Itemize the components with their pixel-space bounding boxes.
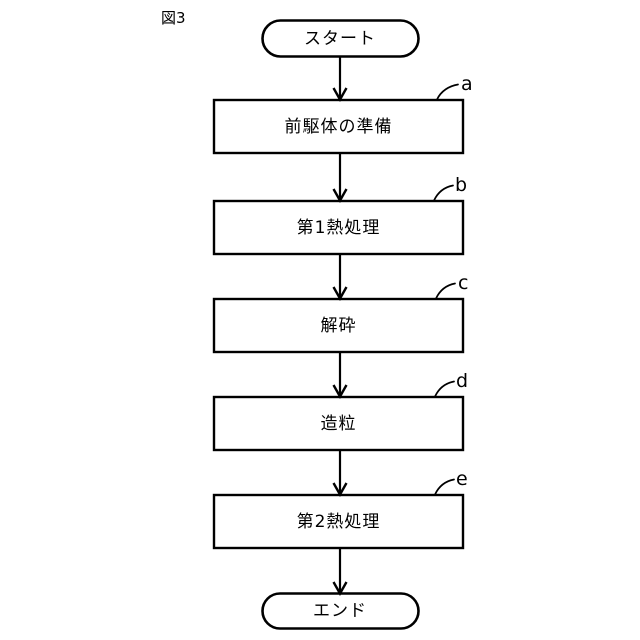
leader-line-c — [435, 282, 456, 300]
edge-start-to-a — [332, 57, 348, 102]
node-label-b: 第1熱処理 — [296, 217, 381, 238]
figure-number-label: 図3 — [161, 9, 186, 27]
node-label-d: 造粒 — [320, 413, 357, 434]
node-label-e: 第2熱処理 — [296, 511, 381, 532]
node-shape-c[interactable] — [212, 297, 465, 354]
node-shape-start[interactable] — [261, 19, 420, 58]
node-shape-b[interactable] — [212, 199, 465, 256]
reference-label-e: e — [456, 468, 468, 490]
leader-line-d — [434, 380, 455, 398]
node-label-end: エンド — [313, 600, 367, 621]
node-shape-d[interactable] — [212, 395, 465, 452]
leader-line-a — [436, 83, 459, 101]
node-label-c: 解砕 — [320, 315, 357, 336]
reference-label-a: a — [461, 73, 473, 95]
reference-label-c: c — [458, 272, 469, 294]
reference-label-b: b — [455, 174, 468, 196]
node-shape-e[interactable] — [212, 493, 465, 550]
node-label-a: 前駆体の準備 — [284, 116, 393, 137]
edge-b-to-c — [332, 254, 348, 301]
edge-c-to-d — [332, 352, 348, 399]
reference-label-d: d — [456, 370, 469, 392]
edge-a-to-b — [332, 153, 348, 203]
edge-e-to-end — [332, 548, 348, 596]
leader-line-b — [433, 184, 454, 202]
node-shape-a[interactable] — [212, 98, 465, 155]
leader-line-e — [434, 478, 455, 496]
edge-d-to-e — [332, 450, 348, 497]
node-label-start: スタート — [304, 28, 376, 49]
